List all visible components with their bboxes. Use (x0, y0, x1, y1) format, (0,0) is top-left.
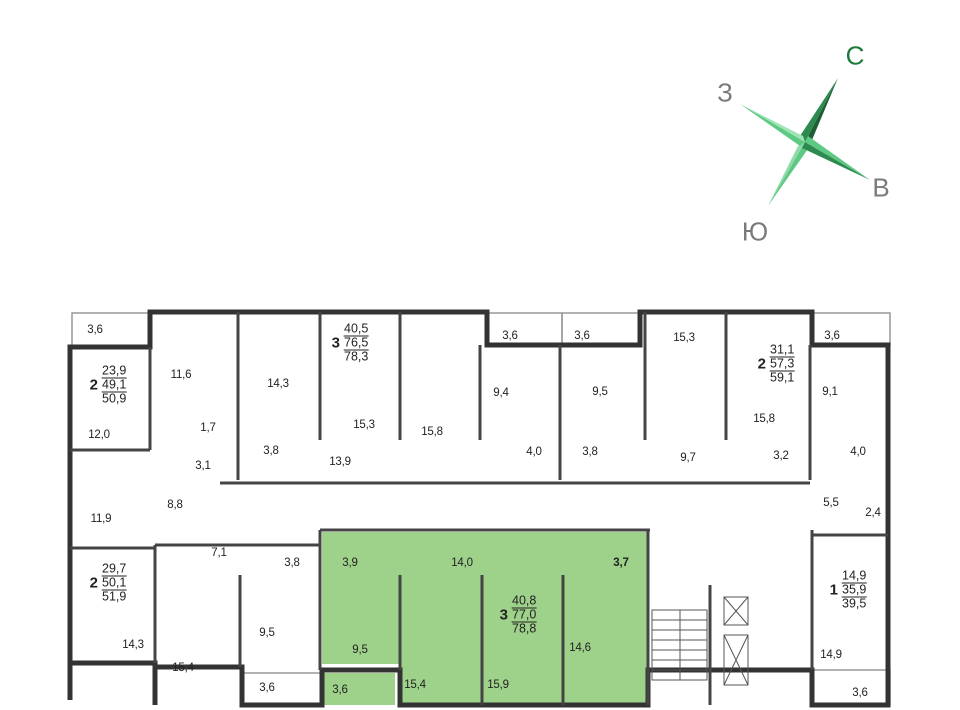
compass-icon (740, 78, 870, 206)
room-area: 3,1 (195, 460, 211, 472)
room-area: 4,0 (850, 446, 866, 458)
room-area: 3,9 (342, 557, 358, 569)
room-count: 3 (499, 606, 508, 624)
room-area: 14,3 (122, 639, 144, 651)
room-area: 3,8 (582, 446, 598, 458)
room-area: 9,7 (680, 452, 696, 464)
living-area: 31,1 (770, 342, 795, 358)
living-area: 23,9 (102, 363, 127, 379)
total-area-with-balcony: 51,9 (102, 589, 127, 604)
room-area: 3,8 (284, 557, 300, 569)
total-area: 49,1 (102, 377, 127, 393)
room-area: 15,4 (172, 662, 194, 674)
total-area: 50,1 (102, 575, 127, 591)
outer-wall (67, 309, 891, 708)
compass-east-label: В (872, 172, 890, 203)
room-area: 15,8 (753, 413, 775, 425)
room-area: 3,7 (613, 557, 629, 569)
room-area: 2,4 (865, 507, 881, 519)
room-area: 14,3 (267, 378, 289, 390)
total-area: 77,0 (512, 607, 537, 623)
room-area: 3,6 (824, 330, 840, 342)
compass-north-label: С (845, 40, 865, 71)
total-area: 76,5 (344, 335, 369, 351)
selected-apartment-highlight (322, 532, 648, 705)
room-area: 4,0 (526, 446, 542, 458)
room-area: 15,3 (673, 332, 695, 344)
total-area-with-balcony: 39,5 (842, 596, 867, 611)
total-area-with-balcony: 59,1 (770, 370, 795, 385)
living-area: 40,8 (512, 593, 537, 609)
room-area: 3,6 (87, 324, 103, 336)
room-area: 9,5 (259, 627, 275, 639)
room-area: 15,9 (487, 679, 509, 691)
room-area: 8,8 (167, 499, 183, 511)
room-count: 2 (89, 376, 98, 394)
total-area-with-balcony: 50,9 (102, 391, 127, 406)
room-area: 15,3 (353, 419, 375, 431)
room-area: 3,6 (259, 682, 275, 694)
room-area: 9,5 (352, 644, 368, 656)
elevator-icon (723, 596, 749, 686)
room-area: 11,9 (90, 513, 112, 525)
room-area: 3,8 (263, 445, 279, 457)
room-area: 9,1 (822, 386, 838, 398)
room-area: 3,6 (574, 330, 590, 342)
room-area: 14,0 (451, 557, 473, 569)
stairs-icon (651, 609, 708, 681)
room-area: 9,5 (592, 386, 608, 398)
total-area-with-balcony: 78,3 (344, 349, 369, 364)
total-area: 57,3 (770, 356, 795, 372)
room-count: 2 (89, 574, 98, 592)
compass-west-label: З (717, 77, 733, 108)
living-area: 14,9 (842, 568, 867, 584)
total-area: 35,9 (842, 582, 867, 598)
total-area-with-balcony: 78,8 (512, 621, 537, 636)
room-area: 11,6 (170, 369, 192, 381)
room-area: 7,1 (211, 547, 227, 559)
room-area: 3,6 (852, 687, 868, 699)
living-area: 40,5 (344, 321, 369, 337)
room-count: 2 (757, 355, 766, 373)
room-area: 12,0 (88, 429, 110, 441)
room-area: 14,9 (820, 649, 842, 661)
compass-south-label: Ю (741, 216, 769, 247)
room-area: 15,8 (421, 426, 443, 438)
room-area: 5,5 (823, 497, 839, 509)
room-area: 9,4 (493, 387, 509, 399)
room-area: 15,4 (404, 679, 426, 691)
room-area: 14,6 (569, 642, 591, 654)
living-area: 29,7 (102, 561, 127, 577)
room-count: 3 (331, 334, 340, 352)
room-area: 1,7 (200, 422, 216, 434)
room-area: 3,6 (332, 684, 348, 696)
room-area: 3,2 (773, 450, 789, 462)
room-area: 13,9 (329, 456, 351, 468)
room-area: 3,6 (502, 330, 518, 342)
room-count: 1 (829, 581, 838, 599)
